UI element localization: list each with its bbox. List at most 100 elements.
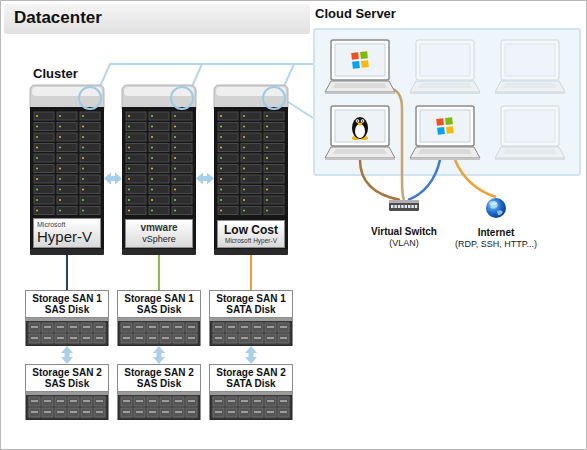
- storage-unit: Storage SAN 1 SAS Disk: [24, 290, 110, 346]
- drive-bay: [57, 112, 77, 120]
- penguin-belly: [355, 124, 365, 138]
- disk-slot: [160, 334, 171, 343]
- storage-shelf: [208, 392, 294, 420]
- storage-shelf: [208, 318, 294, 346]
- disk-handle: [44, 326, 51, 328]
- drive-bay: [149, 196, 169, 204]
- drive-led: [82, 178, 84, 180]
- disk-slot: [160, 323, 171, 332]
- drive-led: [128, 147, 130, 149]
- laptop-screen: [416, 40, 474, 80]
- drive-bay: [218, 196, 238, 204]
- disk-slot: [42, 334, 53, 343]
- disk-handle: [96, 326, 103, 328]
- drive-led: [243, 210, 245, 212]
- drive-bay: [34, 196, 54, 204]
- laptop-base: [495, 81, 565, 92]
- label-box: Storage SAN 2 SAS Disk: [117, 364, 201, 392]
- drive-bay: [241, 186, 261, 194]
- label-box: Storage SAN 1 SAS Disk: [117, 290, 201, 318]
- network-cable: [408, 160, 440, 200]
- cap-highlight: [32, 87, 102, 96]
- penguin-pupil: [357, 120, 359, 122]
- drive-led: [243, 115, 245, 117]
- disk-handle: [254, 326, 261, 328]
- drive-led: [59, 126, 61, 128]
- disk-handle: [280, 411, 287, 413]
- switch-node: Virtual Switch(VLAN): [367, 200, 441, 249]
- screen-glass: [505, 110, 555, 142]
- product-name: Hyper-V: [37, 229, 97, 245]
- sync-arrow: [65, 350, 70, 360]
- zoom-circle: [171, 87, 193, 109]
- drive-led: [59, 178, 61, 180]
- disk-slot: [134, 334, 145, 343]
- label-holder: Cluster: [33, 66, 78, 81]
- disk-slot: [29, 323, 40, 332]
- disk-slot: [278, 408, 289, 417]
- drive-bay: [149, 175, 169, 183]
- switch-port: [398, 205, 400, 208]
- label-box: Storage SAN 2 SAS Disk: [25, 364, 109, 392]
- drive-bay: [57, 133, 77, 141]
- disk-handle: [241, 400, 248, 402]
- drive-led: [243, 157, 245, 159]
- drive-led: [128, 189, 130, 191]
- disk-slot: [55, 408, 66, 417]
- switch-port: [394, 205, 396, 208]
- drive-bays: [34, 112, 100, 215]
- drive-led: [174, 178, 176, 180]
- shelf-top: [210, 392, 292, 395]
- drive-bay: [241, 165, 261, 173]
- disk-handle: [57, 411, 64, 413]
- storage-shelf: [116, 392, 202, 420]
- laptop-icon: [495, 106, 565, 160]
- laptop-screen: [331, 106, 389, 146]
- cloud-illustration: [315, 30, 579, 174]
- server-body: [30, 107, 104, 251]
- diagram-title: Datacenter: [14, 8, 102, 28]
- drive-led: [151, 115, 153, 117]
- storage-unit: Storage SAN 1 SAS Disk: [116, 290, 202, 346]
- drive-bay: [126, 186, 146, 194]
- disk-slot: [252, 334, 263, 343]
- laptop-icon: [325, 106, 395, 160]
- group-label: Cluster: [33, 66, 78, 81]
- drive-bay: [34, 154, 54, 162]
- disk-handle: [241, 326, 248, 328]
- laptop-base: [495, 147, 565, 158]
- disk-slot: [186, 408, 197, 417]
- disk-handle: [123, 337, 130, 339]
- switch-icon: [389, 200, 419, 212]
- laptop-keyboard: [418, 83, 472, 88]
- drive-led: [243, 189, 245, 191]
- laptop-keyboard: [418, 149, 472, 154]
- disk-slot: [239, 397, 250, 406]
- penguin-body: [352, 117, 368, 139]
- shelf-top: [210, 318, 292, 321]
- shelf-top: [118, 318, 200, 321]
- disk-handle: [123, 400, 130, 402]
- drive-led: [36, 126, 38, 128]
- drive-bay: [34, 165, 54, 173]
- disk-slot: [42, 408, 53, 417]
- drive-led: [82, 136, 84, 138]
- drive-bay: [241, 123, 261, 131]
- disk-handle: [215, 326, 222, 328]
- logo-pane: [437, 127, 445, 135]
- drive-led: [36, 199, 38, 201]
- drive-bay: [172, 144, 192, 152]
- disk-slot: [239, 323, 250, 332]
- disk-handle: [136, 411, 143, 413]
- drive-bay: [34, 186, 54, 194]
- drive-bay: [126, 175, 146, 183]
- drive-led: [220, 178, 222, 180]
- disk-handle: [215, 400, 222, 402]
- drive-led: [266, 147, 268, 149]
- drive-bay: [80, 123, 100, 131]
- disk-slot: [147, 334, 158, 343]
- disk-handle: [70, 411, 77, 413]
- logo-plate: Low CostMicrosoft Hyper-V: [217, 220, 285, 248]
- shelf-case: [26, 318, 108, 346]
- disk-slot: [265, 397, 276, 406]
